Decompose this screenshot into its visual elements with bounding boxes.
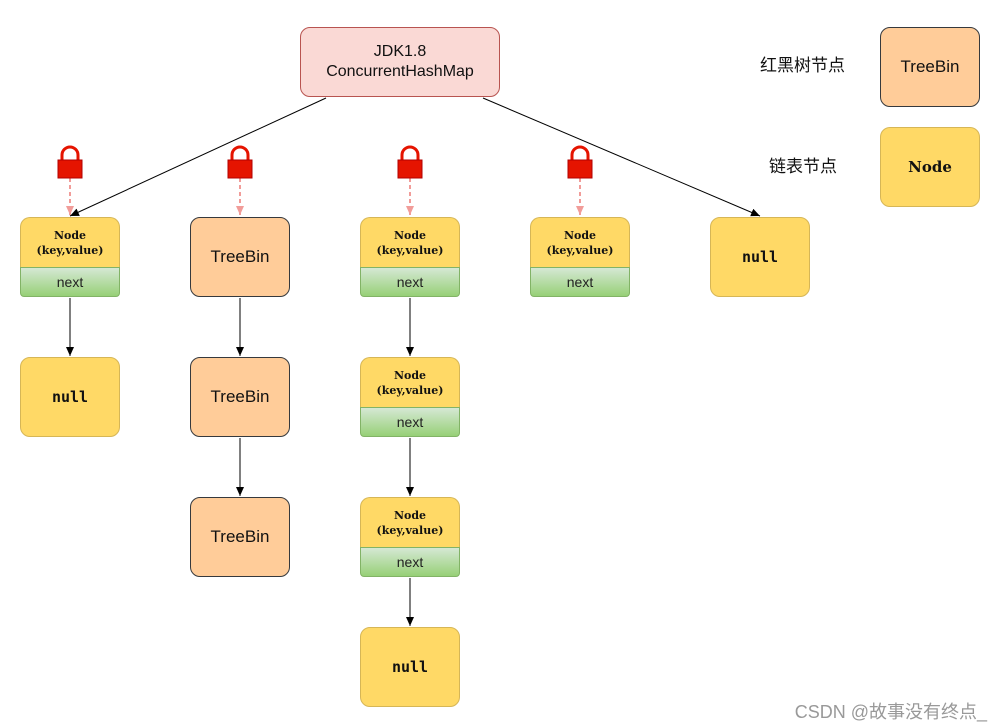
legend-list-label: 链表节点 xyxy=(769,157,837,176)
concurrenthashmap-title-box: JDK1.8 ConcurrentHashMap xyxy=(300,27,500,97)
node-label: Node xyxy=(393,369,427,382)
bucket-node-4: Node (key,value) next xyxy=(530,217,630,297)
node-next-field: next xyxy=(20,267,120,297)
node-key-value-label: (key,value) xyxy=(546,244,614,257)
node-next-field: next xyxy=(360,547,460,577)
node-key-value-label: (key,value) xyxy=(376,524,444,537)
null-box: null xyxy=(710,217,810,297)
lock-icon xyxy=(397,145,423,179)
edge-title-bucket1 xyxy=(69,97,327,217)
lock-icon xyxy=(567,145,593,179)
node-key-value: Node (key,value) xyxy=(20,217,120,268)
node-next-field: next xyxy=(360,267,460,297)
lock-icon xyxy=(227,145,253,179)
chain-node-3c: Node (key,value) next xyxy=(360,497,460,577)
title-line1: JDK1.8 xyxy=(373,43,427,60)
legend-node-box: Node xyxy=(880,127,980,207)
legend-rb-label: 红黑树节点 xyxy=(760,56,845,75)
watermark: CSDN @故事没有终点_ xyxy=(794,702,987,722)
legend-treebin-box: TreeBin xyxy=(880,27,980,107)
treebin-box: TreeBin xyxy=(190,497,290,577)
node-label: Node xyxy=(563,229,597,242)
lock-icon xyxy=(57,145,83,179)
bucket-node-1: Node (key,value) next xyxy=(20,217,120,297)
treebin-box: TreeBin xyxy=(190,357,290,437)
title-line2: ConcurrentHashMap xyxy=(326,63,474,80)
node-next-field: next xyxy=(530,267,630,297)
node-key-value-label: (key,value) xyxy=(376,384,444,397)
node-label: Node xyxy=(53,229,87,242)
node-label: Node xyxy=(393,509,427,522)
chain-node-3b: Node (key,value) next xyxy=(360,357,460,437)
node-key-value: Node (key,value) xyxy=(530,217,630,268)
node-key-value-label: (key,value) xyxy=(36,244,104,257)
bucket-node-3: Node (key,value) next xyxy=(360,217,460,297)
null-box: null xyxy=(20,357,120,437)
node-next-field: next xyxy=(360,407,460,437)
treebin-box: TreeBin xyxy=(190,217,290,297)
null-box: null xyxy=(360,627,460,707)
node-label: Node xyxy=(393,229,427,242)
node-key-value: Node (key,value) xyxy=(360,497,460,548)
edge-title-bucket5 xyxy=(482,97,761,217)
node-key-value: Node (key,value) xyxy=(360,357,460,408)
node-key-value-label: (key,value) xyxy=(376,244,444,257)
node-key-value: Node (key,value) xyxy=(360,217,460,268)
